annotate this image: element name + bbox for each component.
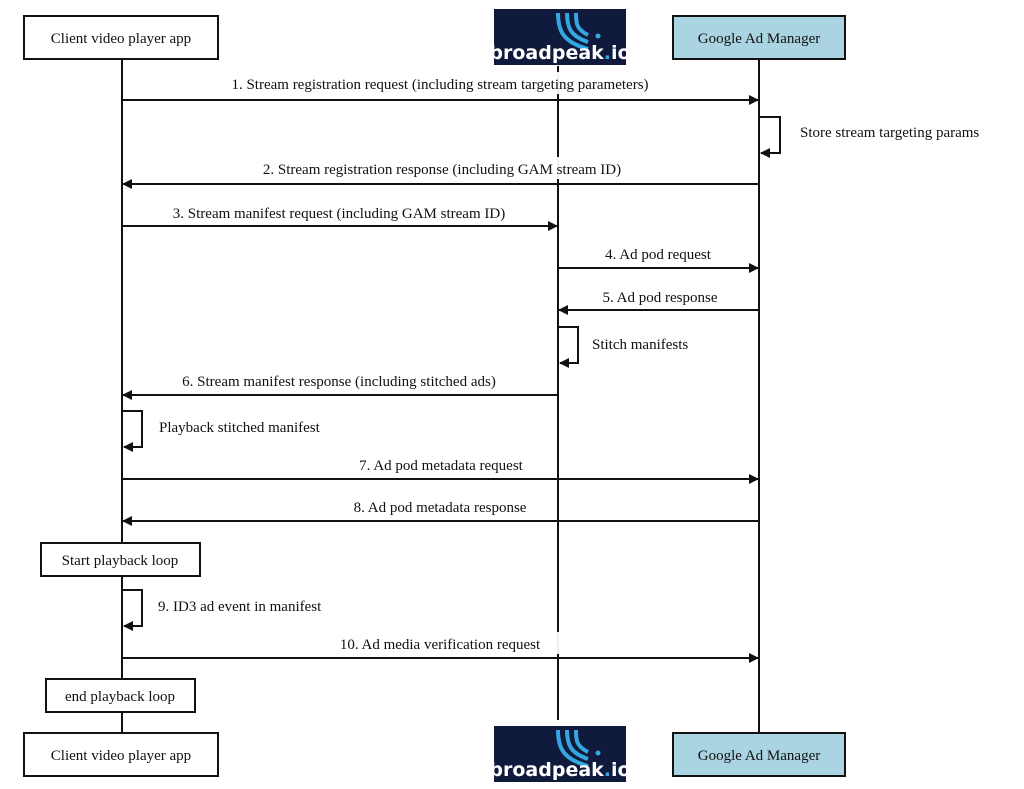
- loop-end-fragment: end playback loop: [45, 678, 196, 713]
- message-1-label: 1. Stream registration request (includin…: [231, 77, 648, 93]
- gam-participant-bottom: Google Ad Manager: [672, 732, 846, 777]
- message-5: 5. Ad pod response: [558, 285, 759, 315]
- self-message-store-params: Store stream targeting params: [759, 116, 979, 158]
- broadpeak-participant-top: broadpeak.io: [489, 9, 631, 65]
- loop-end-label: end playback loop: [65, 689, 175, 705]
- store-params-arrow: [759, 116, 781, 158]
- message-4: 4. Ad pod request: [558, 242, 759, 273]
- broadpeak-participant-bottom: broadpeak.io: [489, 726, 631, 782]
- message-8: 8. Ad pod metadata response: [122, 495, 759, 526]
- message-10: 10. Ad media verification request: [122, 632, 759, 663]
- message-1: 1. Stream registration request (includin…: [122, 72, 759, 105]
- message-9-arrow: [122, 589, 143, 631]
- gam-participant-label: Google Ad Manager: [698, 31, 820, 47]
- broadpeak-logo-wordmark: broadpeak.io: [489, 42, 630, 64]
- gam-participant-top: Google Ad Manager: [672, 15, 846, 60]
- client-participant-bottom: Client video player app: [23, 732, 219, 777]
- broadpeak-signal-logo-icon: [556, 12, 601, 51]
- message-10-label: 10. Ad media verification request: [340, 637, 541, 653]
- loop-start-fragment: Start playback loop: [40, 542, 201, 577]
- message-6-label: 6. Stream manifest response (including s…: [182, 374, 496, 390]
- gam-participant-label-bottom: Google Ad Manager: [698, 748, 820, 764]
- message-3-label: 3. Stream manifest request (including GA…: [173, 206, 505, 222]
- message-2: 2. Stream registration response (includi…: [122, 157, 759, 189]
- client-participant-label: Client video player app: [51, 31, 191, 47]
- message-5-label: 5. Ad pod response: [603, 290, 718, 306]
- self-message-playback-stitched: Playback stitched manifest: [122, 410, 356, 452]
- message-4-label: 4. Ad pod request: [605, 247, 712, 263]
- store-params-label: Store stream targeting params: [800, 125, 979, 141]
- playback-stitched-arrow: [122, 410, 143, 452]
- message-8-label: 8. Ad pod metadata response: [354, 500, 527, 516]
- message-7: 7. Ad pod metadata request: [122, 453, 759, 484]
- playback-stitched-label: Playback stitched manifest: [159, 420, 321, 436]
- broadpeak-signal-logo-icon: [556, 729, 601, 768]
- client-participant-top: Client video player app: [23, 15, 219, 60]
- message-2-label: 2. Stream registration response (includi…: [263, 162, 621, 178]
- message-6: 6. Stream manifest response (including s…: [122, 369, 558, 400]
- broadpeak-logo-wordmark-bottom: broadpeak.io: [489, 759, 630, 781]
- message-7-label: 7. Ad pod metadata request: [359, 458, 524, 474]
- client-participant-label-bottom: Client video player app: [51, 748, 191, 764]
- loop-start-label: Start playback loop: [62, 553, 179, 569]
- stitch-manifests-arrow: [558, 326, 579, 368]
- self-message-9: 9. ID3 ad event in manifest: [122, 589, 322, 631]
- stitch-manifests-label: Stitch manifests: [592, 337, 688, 353]
- message-9-label: 9. ID3 ad event in manifest: [158, 599, 322, 615]
- self-message-stitch-manifests: Stitch manifests: [558, 326, 688, 368]
- message-3: 3. Stream manifest request (including GA…: [122, 201, 558, 231]
